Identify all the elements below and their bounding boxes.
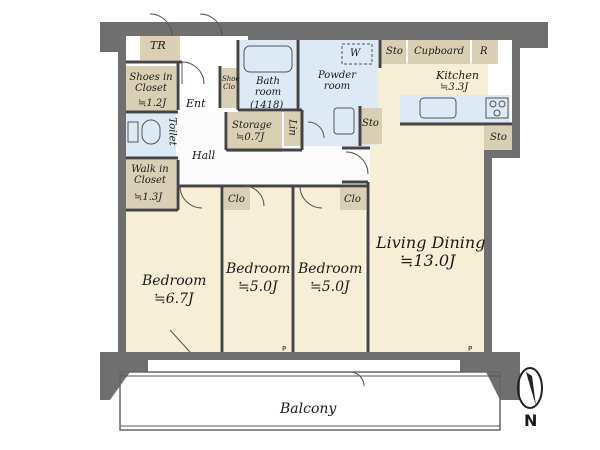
compass-icon [517, 367, 543, 409]
storage-area: ≒0.7J [236, 132, 265, 143]
p2-label: P [468, 345, 473, 353]
tr-floor [140, 36, 180, 60]
compass-label: N [524, 411, 538, 430]
powder-label: Powder room [317, 70, 356, 92]
stove-icon [485, 97, 509, 119]
shoe-clo-label: Shoe Clo [222, 75, 240, 91]
fixtures [119, 13, 509, 431]
sto-mid-label: Sto [362, 118, 379, 129]
clo1-label: Clo [228, 194, 245, 205]
kitchen-sink-icon [419, 97, 457, 119]
sto-kitchen-floor [380, 40, 406, 64]
bedroom3-label: Bedroom [298, 261, 363, 277]
bedroom2-label: Bedroom [226, 261, 291, 277]
interior-walls [126, 40, 512, 352]
kitchen-area: ≒3.3J [440, 82, 469, 93]
w-label: W [350, 48, 361, 59]
clo2-label: Clo [344, 194, 361, 205]
sto-right-label: Sto [490, 132, 507, 143]
kitchen-label: Kitchen [436, 69, 479, 82]
shoes-area: ≒1.2J [138, 98, 167, 109]
clo1-floor [224, 188, 250, 210]
storage-label: Storage [232, 120, 272, 131]
ent-label: Ent [186, 97, 206, 110]
wic-area: ≒1.3J [134, 192, 163, 203]
storage-floor [228, 112, 282, 152]
washbasin-icon [333, 107, 355, 135]
lin-floor [284, 112, 302, 146]
clo2-floor [340, 188, 366, 210]
bathtub-icon [243, 45, 293, 73]
bedroom1-label: Bedroom [142, 273, 207, 289]
bedroom3-area: ≒5.0J [310, 279, 350, 295]
r-label: R [480, 46, 488, 57]
wic-floor [124, 160, 176, 208]
shoeclo-floor [222, 68, 238, 108]
bedroom2-floor [224, 188, 291, 354]
tr-label: TR [150, 39, 166, 52]
bedroom1-area: ≒6.7J [154, 291, 194, 307]
r-floor [472, 40, 498, 64]
p1-label: P [282, 345, 287, 353]
shoes-floor [124, 66, 176, 112]
bedroom1-floor [124, 188, 220, 354]
sto-right-floor [484, 126, 512, 150]
washer-icon [341, 43, 373, 65]
living-area: ≒13.0J [400, 251, 456, 270]
floors [124, 36, 512, 355]
lin-label: Lin [286, 119, 298, 136]
toilet-label: Toilet [166, 117, 178, 146]
bedroom2-area: ≒5.0J [238, 279, 278, 295]
cupboard-floor [408, 40, 470, 64]
toilet-bowl-icon [141, 119, 161, 145]
toilet-floor [124, 114, 176, 158]
balcony-label: Balcony [280, 401, 337, 417]
sto-mid-floor [360, 108, 382, 144]
sto-kitchen-label: Sto [386, 46, 403, 57]
bath-size: (1418) [250, 100, 284, 111]
bath-label: Bath room [254, 76, 282, 98]
wic-label: Walk in Closet [131, 164, 169, 186]
bedroom3-floor [295, 188, 365, 354]
shoes-label: Shoes in Closet [129, 72, 173, 94]
cupboard-label: Cupboard [414, 46, 465, 57]
living-label: Living Dining [376, 233, 486, 252]
toilet-tank-icon [127, 121, 139, 143]
bath-floor [240, 40, 296, 110]
hall-label: Hall [192, 149, 216, 162]
walls [100, 22, 548, 400]
